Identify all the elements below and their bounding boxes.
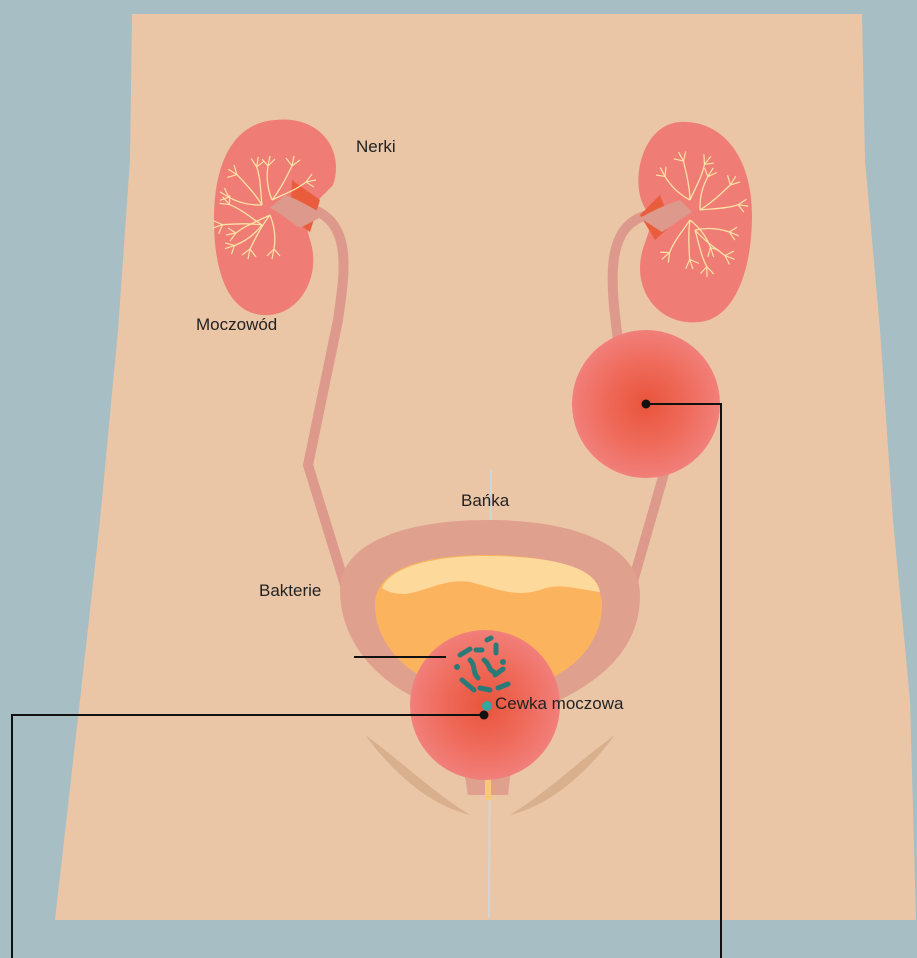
ureter-label: Moczowód <box>196 315 277 335</box>
urethra-label: Cewka moczowa <box>495 694 624 714</box>
bacteria-label: Bakterie <box>259 581 321 601</box>
kidneys-label: Nerki <box>356 137 396 157</box>
bladder-label: Bańka <box>461 491 509 511</box>
